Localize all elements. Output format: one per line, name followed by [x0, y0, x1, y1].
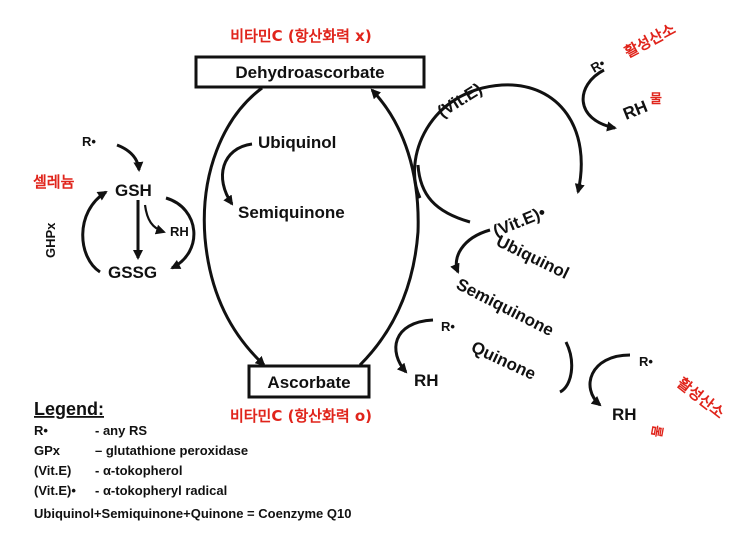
semiquinone-outer-label: Semiquinone [453, 275, 557, 340]
water-annotation-top: 물 [650, 92, 662, 107]
rh-right-label: RH [612, 405, 637, 424]
legend-title: Legend: [34, 399, 104, 419]
water-annotation-bottom: 물 [650, 424, 667, 438]
gsh-to-gssg-right-arrow [165, 196, 196, 270]
ghpx-label: GHPx [43, 222, 58, 258]
r-radical-right-label: R• [639, 354, 653, 369]
legend-description: - α-tokopherol [95, 463, 182, 478]
gsh-to-rh-arrow [143, 204, 166, 235]
semiquinone-inner-label: Semiquinone [238, 203, 345, 222]
legend-items: R• - any RS GPx – glutathione peroxidase (Vi… [34, 423, 248, 498]
gssg-label: GSSG [108, 263, 157, 282]
reactive-oxygen-annotation-top: 활성산소 [621, 20, 678, 62]
quinone-label: Quinone [468, 337, 539, 383]
ascorbate-cycle-right-arrow [358, 88, 420, 367]
selenium-annotation: 셀레늄 [33, 173, 75, 191]
r-to-rh-top-arrow [581, 68, 617, 132]
legend-description: - any RS [95, 423, 147, 438]
r-radical-gsh-label: R• [82, 134, 96, 149]
legend-footer: Ubiquinol+Semiquinone+Quinone = Coenzyme… [34, 506, 351, 521]
dehydroascorbate-box: Dehydroascorbate [194, 55, 426, 89]
legend-description: – glutathione peroxidase [95, 443, 248, 458]
ascorbate-box: Ascorbate [247, 364, 371, 399]
vitamin-c-inactive-annotation: 비타민C (항산화력 x) [230, 27, 371, 45]
rh-mid-label: RH [414, 371, 439, 390]
quinone-return-line [559, 341, 574, 394]
dehydroascorbate-label: Dehydroascorbate [235, 63, 384, 82]
legend-key: (Vit.E)• [34, 483, 76, 498]
gssg-to-gsh-arrow [81, 190, 108, 274]
legend-key: GPx [34, 443, 61, 458]
ubiquinol-outer-label: Ubiquinol [493, 232, 572, 283]
rh-top-label: RH [620, 97, 650, 124]
ascorbate-cycle-left-arrow [202, 86, 266, 367]
gsh-label: GSH [115, 181, 152, 200]
r-to-gsh-arrow [116, 143, 144, 172]
ubiquinol-inner-label: Ubiquinol [258, 133, 336, 152]
vitamin-c-active-annotation: 비타민C (항산화력 o) [230, 407, 372, 425]
legend-description: - α-tokopheryl radical [95, 483, 227, 498]
vitamin-e-regeneration-line [416, 164, 471, 224]
ubiquinol-to-semiquinone-outer-arrow [450, 228, 491, 274]
ubiquinol-to-semiquinone-arrow [221, 142, 253, 206]
vitamin-e-oxidation-arrow [413, 83, 585, 199]
r-to-rh-right-arrow [588, 353, 631, 407]
ascorbate-label: Ascorbate [267, 373, 350, 392]
r-radical-mid-label: R• [441, 319, 455, 334]
legend-key: R• [34, 423, 48, 438]
legend: Legend: R• - any RS GPx – glutathione perox… [34, 399, 351, 521]
legend-key: (Vit.E) [34, 463, 71, 478]
reactive-oxygen-annotation-bottom: 활성산소 [674, 374, 729, 422]
rh-gsh-label: RH [170, 224, 189, 239]
r-to-rh-mid-arrow [394, 318, 434, 374]
vitamin-e-label: (Vit.E) [434, 79, 485, 121]
